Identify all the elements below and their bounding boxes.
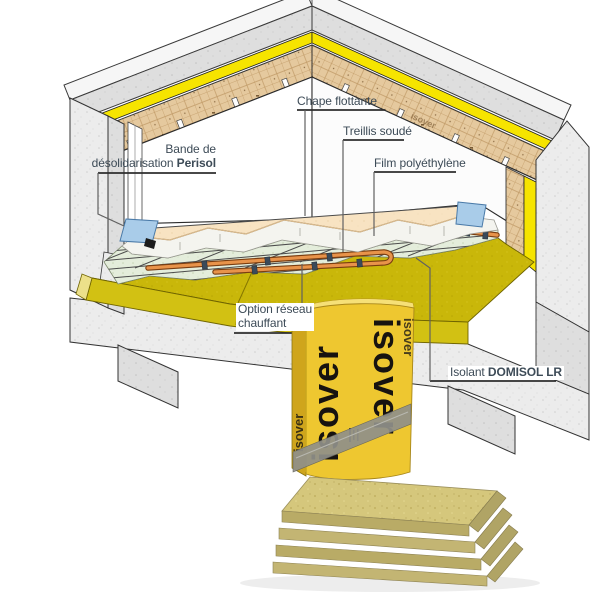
right-rib-beam xyxy=(447,385,516,455)
floor-insulation-left-cut-face xyxy=(75,273,93,301)
label-text: Option réseau xyxy=(238,302,313,316)
label-text: Treillis soudé xyxy=(343,124,412,138)
label-treillis-soude: Treillis soudé xyxy=(343,124,412,139)
interior-wall-faces xyxy=(89,76,538,273)
heating-pipe xyxy=(146,250,393,274)
perisol-band-left xyxy=(119,218,159,244)
package-brand-text-side: isover xyxy=(291,414,306,452)
panel-end-face xyxy=(468,490,507,533)
panel-front-edge xyxy=(281,510,470,537)
label-text-bold: Perisol xyxy=(176,155,216,170)
label-film-polyethylene: Film polyéthylène xyxy=(374,156,466,171)
film-hatch-ticks xyxy=(179,226,445,250)
label-text: désolidarisation xyxy=(91,155,174,170)
label-text: Bande de xyxy=(165,142,216,156)
label-text: Film polyéthylène xyxy=(374,156,466,170)
right-column-face xyxy=(535,120,590,333)
label-text: Isolant xyxy=(450,365,485,379)
label-isolant-domisol-lr: Isolant DOMISOL LR xyxy=(448,365,565,380)
label-chape-flottante: Chape flottante xyxy=(297,94,377,109)
floor-layers xyxy=(75,201,535,345)
label-text: Chape flottante xyxy=(297,94,377,108)
bande-perisol-leader xyxy=(97,173,125,227)
screed-front-edge-line xyxy=(133,215,463,241)
label-text: chauffant xyxy=(238,315,287,330)
label-leader-lines xyxy=(97,109,556,382)
panel-front-edge xyxy=(272,561,488,587)
panel-front-edge xyxy=(278,527,476,554)
panel-front-edges xyxy=(272,510,488,587)
left-rib-beam xyxy=(117,344,179,409)
package-strap xyxy=(292,403,412,473)
perisol-band-right xyxy=(455,201,487,228)
panel-front-edge xyxy=(275,544,482,571)
package-strap-highlight xyxy=(295,411,409,459)
label-text-bold: DOMISOL LR xyxy=(487,365,563,379)
panel-end-face xyxy=(486,541,524,583)
isolant-domisol-leader xyxy=(415,257,431,381)
insulation-panel-joint-top xyxy=(237,271,253,304)
product-photo: isover isover isover isover xyxy=(240,298,540,592)
base-rail-bracket xyxy=(144,238,156,249)
label-option-reseau-chauffant: Option réseau chauffant xyxy=(236,302,315,331)
label-bande-desolidarisation-perisol: Bande de désolidarisation Perisol xyxy=(76,142,216,170)
panel-end-face xyxy=(480,524,519,567)
panel-end-face xyxy=(474,507,513,550)
panel-end-faces xyxy=(468,490,524,583)
package-brand-text-edge: isover xyxy=(401,318,416,356)
